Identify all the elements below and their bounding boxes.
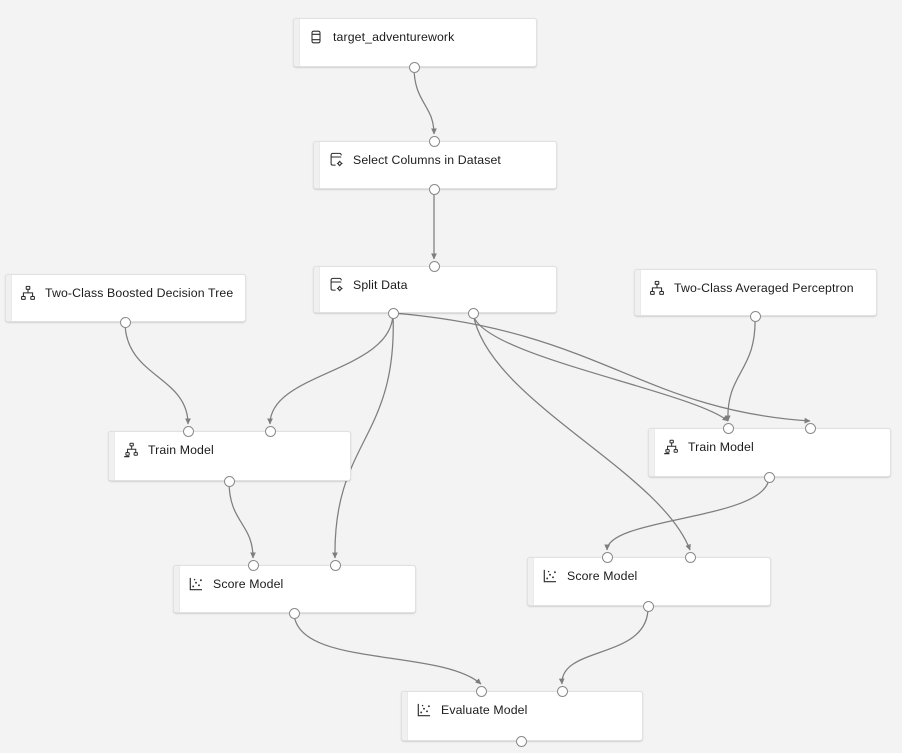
node-label: Two-Class Averaged Perceptron [674, 280, 854, 295]
node-label: target_adventurework [333, 29, 455, 44]
train-model-icon [663, 439, 679, 455]
edge-perceptron-to-train-model-right[interactable] [724, 315, 756, 422]
input-port-score-model-left-0[interactable] [247, 559, 259, 571]
input-port-train-model-right-1[interactable] [804, 422, 816, 434]
input-port-train-model-left-0[interactable] [182, 425, 194, 437]
input-port-evaluate-model-1[interactable] [556, 685, 568, 697]
input-port-score-model-left-1[interactable] [329, 559, 341, 571]
node-label: Split Data [353, 277, 408, 292]
node-select-columns-in-dataset[interactable]: Select Columns in Dataset [313, 141, 557, 189]
edge-split-data-out1-to-train-model-left[interactable] [267, 312, 394, 425]
node-accent-bar [314, 267, 320, 312]
output-port-train-model-right-0[interactable] [763, 471, 775, 483]
data-transform-icon [328, 277, 344, 293]
node-accent-bar [174, 566, 180, 612]
node-two-class-boosted-decision-tree[interactable]: Two-Class Boosted Decision Tree [5, 274, 246, 322]
node-label: Evaluate Model [441, 702, 528, 717]
node-label: Two-Class Boosted Decision Tree [45, 285, 234, 300]
input-port-split-data-0[interactable] [428, 260, 440, 272]
output-port-evaluate-model-0[interactable] [515, 735, 527, 747]
node-label: Score Model [567, 568, 638, 583]
output-port-two-class-boosted-decision-tree-0[interactable] [119, 316, 131, 328]
input-port-score-model-right-0[interactable] [601, 551, 613, 563]
edge-train-model-left-to-score-model-left[interactable] [228, 480, 256, 559]
output-port-split-data-1[interactable] [467, 307, 479, 319]
node-accent-bar [294, 19, 300, 66]
node-label: Train Model [148, 442, 214, 457]
train-model-icon [123, 442, 139, 458]
node-accent-bar [314, 142, 320, 188]
edge-train-model-right-to-score-model-right[interactable] [604, 476, 770, 551]
node-accent-bar [528, 558, 534, 605]
data-transform-icon [328, 152, 344, 168]
database-icon [308, 29, 324, 45]
output-port-split-data-0[interactable] [387, 307, 399, 319]
edge-split-data-out2-to-train-model-right[interactable] [472, 312, 729, 422]
node-score-model-left[interactable]: Score Model [173, 565, 416, 613]
edge-dataset-to-select-columns[interactable] [413, 66, 437, 135]
node-score-model-right[interactable]: Score Model [527, 557, 771, 606]
node-label: Train Model [688, 439, 754, 454]
input-port-evaluate-model-0[interactable] [475, 685, 487, 697]
input-port-train-model-right-0[interactable] [722, 422, 734, 434]
node-accent-bar [402, 692, 408, 740]
node-accent-bar [6, 275, 12, 321]
score-model-icon [542, 568, 558, 584]
node-two-class-averaged-perceptron[interactable]: Two-Class Averaged Perceptron [634, 269, 877, 316]
node-split-data[interactable]: Split Data [313, 266, 557, 313]
node-accent-bar [109, 432, 115, 480]
input-port-select-columns-in-dataset-0[interactable] [428, 135, 440, 147]
output-port-train-model-left-0[interactable] [223, 475, 235, 487]
output-port-two-class-averaged-perceptron-0[interactable] [749, 310, 761, 322]
output-port-score-model-left-0[interactable] [288, 607, 300, 619]
algorithm-icon [20, 285, 36, 301]
node-label: Select Columns in Dataset [353, 152, 501, 167]
node-accent-bar [635, 270, 641, 315]
algorithm-icon [649, 280, 665, 296]
edge-split-data-out1-to-train-model-right[interactable] [392, 312, 811, 424]
output-port-select-columns-in-dataset-0[interactable] [428, 183, 440, 195]
score-model-icon [188, 576, 204, 592]
node-label: Score Model [213, 576, 284, 591]
node-train-model-right[interactable]: Train Model [648, 428, 891, 477]
score-model-icon [416, 702, 432, 718]
input-port-train-model-left-1[interactable] [264, 425, 276, 437]
output-port-target-adventurework-0[interactable] [408, 61, 420, 73]
edge-score-model-left-to-evaluate-model[interactable] [293, 612, 482, 685]
node-evaluate-model[interactable]: Evaluate Model [401, 691, 643, 741]
output-port-score-model-right-0[interactable] [642, 600, 654, 612]
input-port-score-model-right-1[interactable] [684, 551, 696, 563]
node-target-adventurework[interactable]: target_adventurework [293, 18, 537, 67]
node-accent-bar [649, 429, 655, 476]
edge-boosted-tree-to-train-model-left[interactable] [124, 321, 191, 425]
node-train-model-left[interactable]: Train Model [108, 431, 351, 481]
edge-score-model-right-to-evaluate-model[interactable] [558, 605, 649, 685]
